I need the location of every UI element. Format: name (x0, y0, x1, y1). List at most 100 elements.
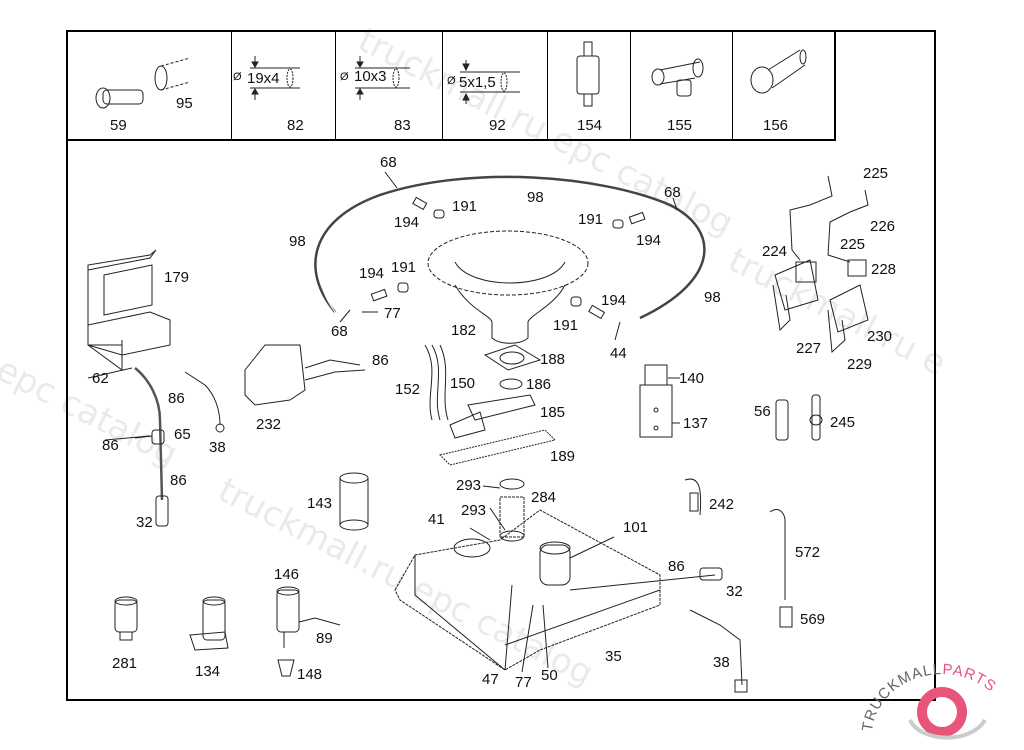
seal-186-icon (499, 378, 523, 390)
pump-146-icon (276, 586, 341, 677)
part-ref-156[interactable]: 156 (763, 117, 789, 134)
diameter-symbol: Ø (447, 75, 456, 87)
part-ref-92[interactable]: 92 (489, 117, 506, 134)
callout-281[interactable]: 281 (112, 655, 138, 672)
callout-293[interactable]: 293 (456, 477, 482, 494)
callout-68[interactable]: 68 (331, 323, 348, 340)
callout-194[interactable]: 194 (636, 232, 662, 249)
callout-65[interactable]: 65 (174, 426, 191, 443)
dimension-83: 10x3 (354, 68, 387, 85)
callout-38[interactable]: 38 (713, 654, 730, 671)
callout-44[interactable]: 44 (610, 345, 627, 362)
callout-194[interactable]: 194 (394, 214, 420, 231)
callout-188[interactable]: 188 (540, 351, 566, 368)
tank-35-icon (394, 509, 748, 693)
callout-86[interactable]: 86 (170, 472, 187, 489)
callout-98[interactable]: 98 (704, 289, 721, 306)
callout-148[interactable]: 148 (297, 666, 323, 683)
callout-134[interactable]: 134 (195, 663, 221, 680)
callout-194[interactable]: 194 (601, 292, 627, 309)
callout-284[interactable]: 284 (531, 489, 557, 506)
callout-569[interactable]: 569 (800, 611, 826, 628)
pump-232-icon (244, 344, 366, 406)
hose-572-icon (769, 509, 793, 628)
part-ref-95[interactable]: 95 (176, 95, 193, 112)
cell-divider (630, 30, 631, 141)
callout-229[interactable]: 229 (847, 356, 873, 373)
callout-32[interactable]: 32 (726, 583, 743, 600)
dimension-92: 5x1,5 (459, 74, 496, 91)
callout-50[interactable]: 50 (541, 667, 558, 684)
tee-155-icon (651, 58, 704, 97)
callout-86[interactable]: 86 (102, 437, 119, 454)
callout-32[interactable]: 32 (136, 514, 153, 531)
callout-101[interactable]: 101 (623, 519, 649, 536)
callout-98[interactable]: 98 (527, 189, 544, 206)
part-ref-155[interactable]: 155 (667, 117, 693, 134)
callout-228[interactable]: 228 (871, 261, 897, 278)
callout-77[interactable]: 77 (384, 305, 401, 322)
callout-98[interactable]: 98 (289, 233, 306, 250)
diameter-symbol: Ø (340, 71, 349, 83)
callout-47[interactable]: 47 (482, 671, 499, 688)
header-parts-strip (66, 30, 836, 141)
callout-242[interactable]: 242 (709, 496, 735, 513)
callout-86[interactable]: 86 (168, 390, 185, 407)
valves-224-227 (772, 175, 869, 354)
cell-divider (547, 30, 548, 141)
callout-68[interactable]: 68 (664, 184, 681, 201)
callout-38[interactable]: 38 (209, 439, 226, 456)
diagram-frame (66, 30, 936, 701)
callout-68[interactable]: 68 (380, 154, 397, 171)
callout-189[interactable]: 189 (550, 448, 576, 465)
hose-242-icon (684, 478, 702, 516)
part-ref-59[interactable]: 59 (110, 117, 127, 134)
fittings-194-191 (370, 196, 646, 320)
callout-185[interactable]: 185 (540, 404, 566, 421)
callout-191[interactable]: 191 (391, 259, 417, 276)
callout-191[interactable]: 191 (452, 198, 478, 215)
part-ref-82[interactable]: 82 (287, 117, 304, 134)
callout-293[interactable]: 293 (461, 502, 487, 519)
callout-194[interactable]: 194 (359, 265, 385, 282)
gear-icon (908, 687, 987, 740)
callout-41[interactable]: 41 (428, 511, 445, 528)
callout-191[interactable]: 191 (578, 211, 604, 228)
callout-245[interactable]: 245 (830, 414, 856, 431)
filter-143-icon (339, 472, 369, 531)
callout-225[interactable]: 225 (863, 165, 889, 182)
fittings-56-245-icon (775, 394, 823, 441)
callout-35[interactable]: 35 (605, 648, 622, 665)
callout-86[interactable]: 86 (372, 352, 389, 369)
callout-179[interactable]: 179 (164, 269, 190, 286)
callout-226[interactable]: 226 (870, 218, 896, 235)
callout-62[interactable]: 62 (92, 370, 109, 387)
callout-225[interactable]: 225 (840, 236, 866, 253)
callout-152[interactable]: 152 (395, 381, 421, 398)
callout-572[interactable]: 572 (795, 544, 821, 561)
connector-154-icon (576, 41, 600, 107)
callout-232[interactable]: 232 (256, 416, 282, 433)
callout-89[interactable]: 89 (316, 630, 333, 647)
callout-230[interactable]: 230 (867, 328, 893, 345)
callout-140[interactable]: 140 (679, 370, 705, 387)
callout-143[interactable]: 143 (307, 495, 333, 512)
callout-227[interactable]: 227 (796, 340, 822, 357)
callout-137[interactable]: 137 (683, 415, 709, 432)
callout-150[interactable]: 150 (450, 375, 476, 392)
dimension-82: 19x4 (247, 70, 280, 87)
part-ref-154[interactable]: 154 (577, 117, 603, 134)
callout-77[interactable]: 77 (515, 674, 532, 691)
diameter-symbol: Ø (233, 71, 242, 83)
hose-98-loop (314, 175, 706, 320)
callout-224[interactable]: 224 (762, 243, 788, 260)
callout-186[interactable]: 186 (526, 376, 552, 393)
callout-86[interactable]: 86 (668, 558, 685, 575)
callout-191[interactable]: 191 (553, 317, 579, 334)
callout-56[interactable]: 56 (754, 403, 771, 420)
callout-146[interactable]: 146 (274, 566, 300, 583)
callout-182[interactable]: 182 (451, 322, 477, 339)
tube-95-icon (154, 57, 191, 91)
part-ref-83[interactable]: 83 (394, 117, 411, 134)
hose-92-icon (460, 60, 520, 104)
